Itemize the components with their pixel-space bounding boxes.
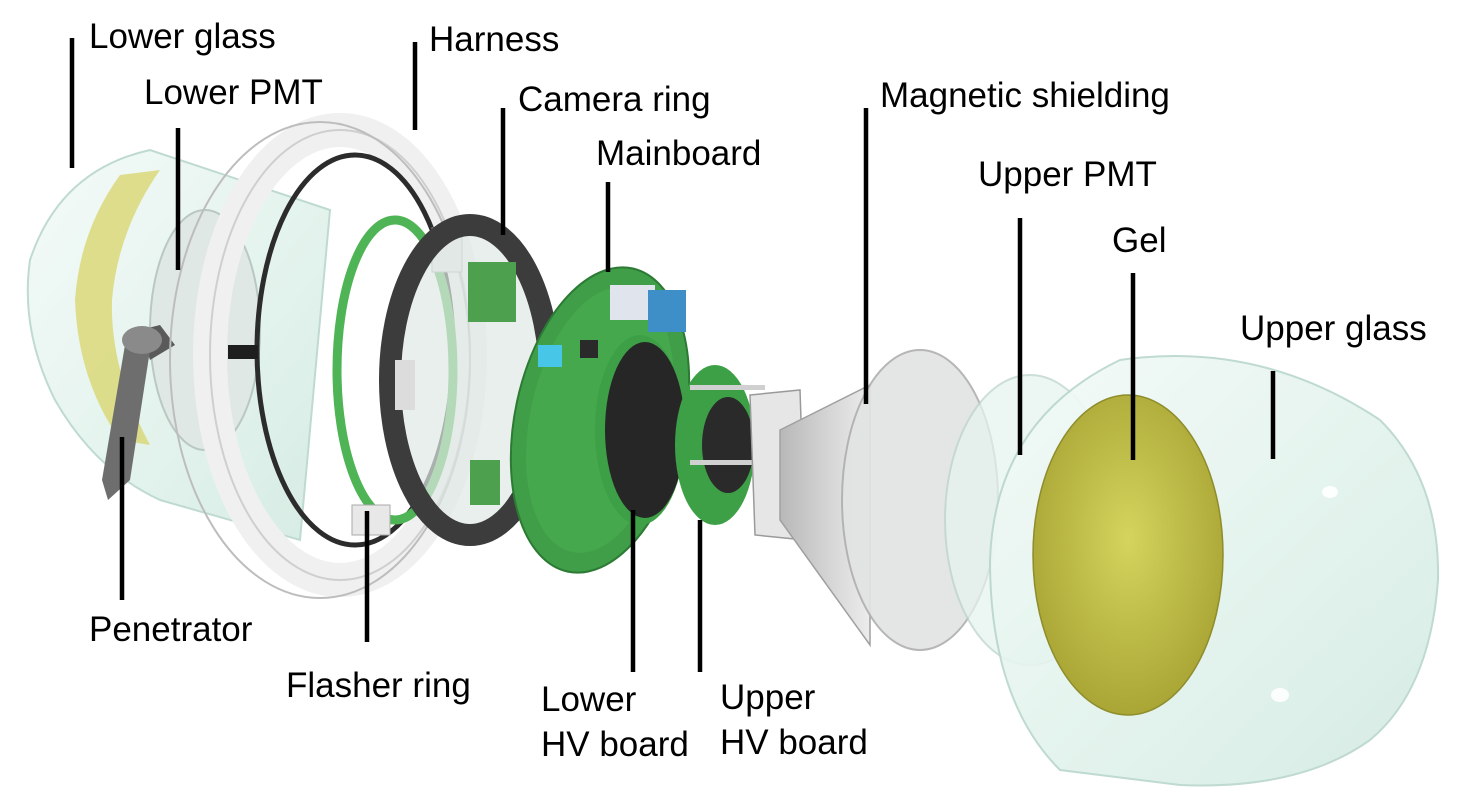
label-gel: Gel <box>1112 221 1167 260</box>
leader-lines <box>69 38 1276 672</box>
upper-hv-board-part <box>675 365 765 525</box>
label-upper-glass: Upper glass <box>1240 309 1427 348</box>
label-flasher-ring: Flasher ring <box>286 666 471 705</box>
label-lower-hv-board-line1: Lower <box>541 680 637 719</box>
label-upper-hv-board-line1: Upper <box>720 678 816 717</box>
label-camera-ring: Camera ring <box>518 80 711 119</box>
label-upper-pmt: Upper PMT <box>978 155 1157 194</box>
label-lower-hv-board-line2: HV board <box>541 725 689 764</box>
label-lower-pmt: Lower PMT <box>144 73 323 112</box>
label-magnetic-shielding: Magnetic shielding <box>880 76 1170 115</box>
label-lower-glass: Lower glass <box>89 17 276 56</box>
gel-part <box>1032 394 1224 716</box>
label-penetrator: Penetrator <box>89 610 253 649</box>
upper-glass-part <box>988 355 1440 787</box>
label-upper-hv-board-line2: HV board <box>720 723 868 762</box>
label-mainboard: Mainboard <box>596 134 762 173</box>
penetrator-part <box>102 325 175 500</box>
label-harness: Harness <box>429 20 560 59</box>
lower-hv-board-part <box>595 335 685 525</box>
